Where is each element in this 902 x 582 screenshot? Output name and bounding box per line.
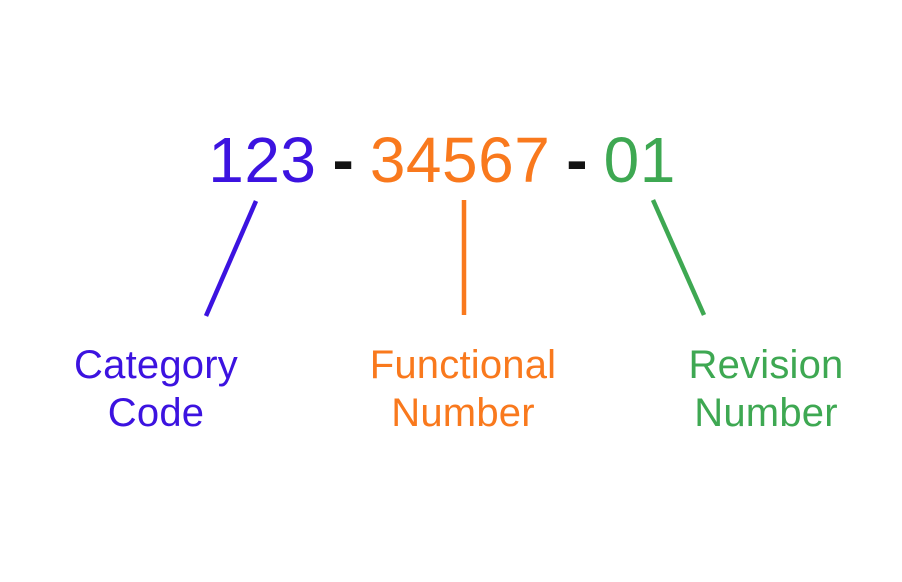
revision-number-label: Revision Number [636, 341, 896, 437]
separator-dash: - [332, 124, 354, 196]
part-number: 123 - 34567 - 01 [0, 124, 893, 196]
functional-number-value: 34567 [369, 124, 551, 196]
category-code-label-line1: Category [74, 343, 238, 387]
revision-number-label-line2: Number [694, 391, 838, 435]
connector-lines [203, 199, 707, 317]
separator-dash: - [566, 124, 588, 196]
category-code-label-line2: Code [107, 391, 205, 435]
functional-number-label-line1: Functional [369, 343, 557, 387]
revision-connector-line [650, 199, 707, 316]
functional-number-label: Functional Number [333, 341, 593, 437]
category-code-value: 123 [208, 124, 317, 196]
category-code-label: Category Code [26, 341, 286, 437]
functional-number-label-line2: Number [391, 391, 535, 435]
revision-number-label-line1: Revision [688, 343, 844, 387]
revision-number-value: 01 [603, 124, 676, 196]
category-connector-line [203, 200, 259, 317]
